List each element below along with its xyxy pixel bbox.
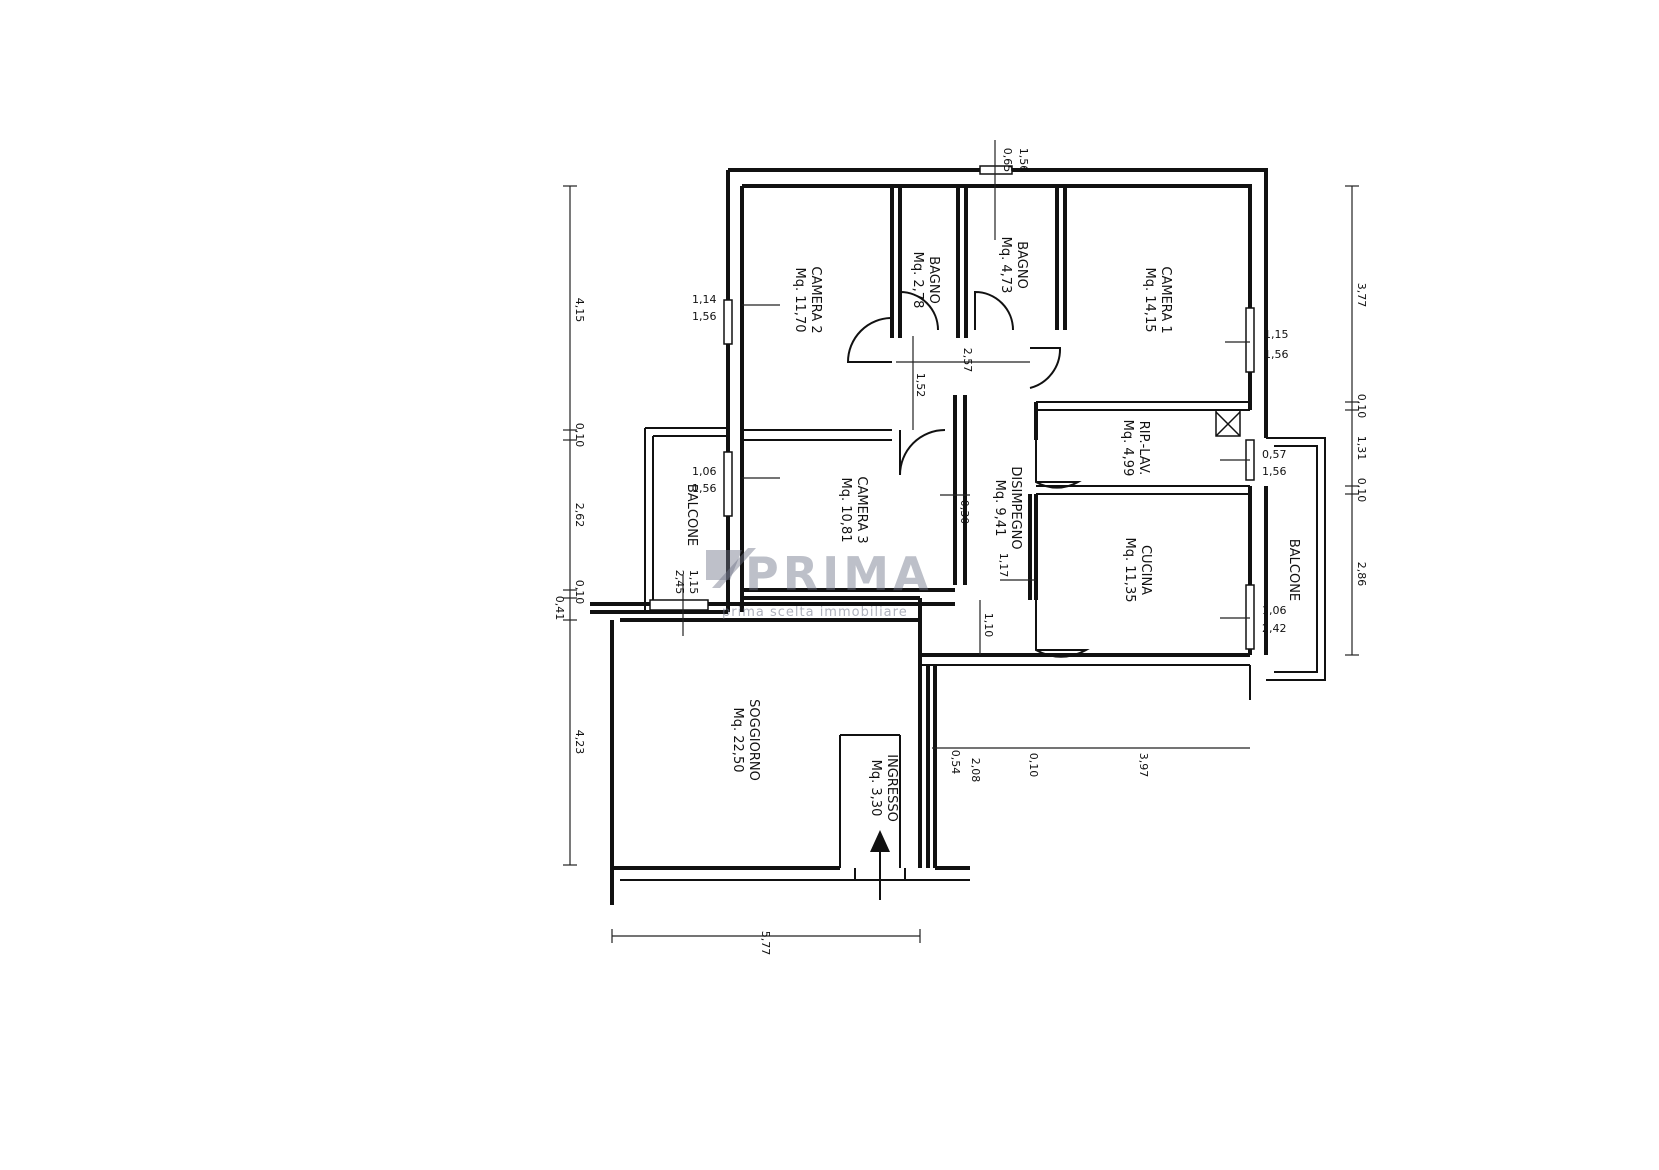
window-camera2-height: 1,56 [692, 310, 717, 323]
window-rip-height: 1,56 [1262, 465, 1287, 478]
window-dimension-labels: 0,65 1,56 1,14 1,56 1,06 1,56 1,15 1,56 … [673, 148, 1289, 635]
dim-left-415: 4,15 [573, 298, 586, 323]
room-area-disimpegno: Mq. 9,41 [992, 480, 1007, 537]
room-labels: CAMERA 2 Mq. 11,70 BAGNO Mq. 2,78 BAGNO … [684, 237, 1301, 822]
window-rip-width: 0,57 [1262, 448, 1287, 461]
window-camera3-height: 1,56 [692, 482, 717, 495]
room-area-ingresso: Mq. 3,30 [868, 760, 883, 817]
room-area-rip-lav: Mq. 4,99 [1120, 420, 1135, 477]
room-area-soggiorno: Mq. 22,50 [730, 708, 745, 773]
room-area-cucina: Mq. 11,35 [1122, 538, 1137, 603]
window-balcone-height: 2,45 [673, 570, 686, 595]
dimension-lines [563, 140, 1359, 943]
room-area-camera2: Mq. 11,70 [792, 268, 807, 333]
dim-117: 1,17 [997, 553, 1010, 578]
window-top-height: 1,56 [1017, 148, 1030, 173]
room-name-soggiorno: SOGGIORNO [746, 699, 761, 781]
window-cucina-height: 2,42 [1262, 622, 1287, 635]
watermark: PRIMA prima scelta immobiliare [706, 547, 933, 620]
room-name-bagno-small: BAGNO [926, 256, 941, 304]
room-name-camera3: CAMERA 3 [854, 476, 869, 543]
window-balcone-width: 1,15 [687, 570, 700, 595]
room-name-cucina: CUCINA [1138, 545, 1153, 595]
dim-left-423: 4,23 [573, 730, 586, 755]
watermark-tagline: prima scelta immobiliare [722, 605, 908, 620]
dim-030: 0,30 [958, 500, 971, 525]
room-name-balcone-right: BALCONE [1286, 539, 1301, 601]
dim-right-377: 3,77 [1355, 283, 1368, 308]
room-name-ingresso: INGRESSO [884, 754, 899, 822]
entrance-arrow-icon [870, 830, 890, 900]
room-name-rip-lav: RIP.-LAV. [1136, 421, 1151, 475]
dim-left-010b: 0,10 [573, 580, 586, 605]
dim-152: 1,52 [914, 373, 927, 398]
dim-right-010a: 0,10 [1355, 394, 1368, 419]
window-camera1-width: 1,15 [1264, 328, 1289, 341]
room-area-bagno: Mq. 4,73 [998, 237, 1013, 294]
dim-010: 0,10 [1027, 753, 1040, 778]
dim-397: 3,97 [1137, 753, 1150, 778]
dim-left-262: 2,62 [573, 503, 586, 528]
walls [590, 168, 1326, 905]
dim-257: 2,57 [961, 348, 974, 373]
dim-left-010a: 0,10 [573, 423, 586, 448]
room-name-disimpegno: DISIMPEGNO [1008, 466, 1023, 549]
room-name-camera2: CAMERA 2 [808, 266, 823, 333]
dim-right-286: 2,86 [1355, 562, 1368, 587]
dim-left-041: 0,41 [553, 596, 566, 621]
watermark-brand: PRIMA [745, 547, 933, 601]
room-area-bagno-small: Mq. 2,78 [910, 252, 925, 309]
doors [846, 290, 1241, 658]
window-camera3-width: 1,06 [692, 465, 717, 478]
room-area-camera3: Mq. 10,81 [838, 478, 853, 543]
window-camera2-width: 1,14 [692, 293, 717, 306]
room-name-bagno: BAGNO [1014, 241, 1029, 289]
dim-right-131: 1,31 [1355, 436, 1368, 461]
room-name-balcone-left: BALCONE [684, 484, 699, 546]
room-name-camera1: CAMERA 1 [1158, 266, 1173, 333]
dim-bottom-577: 5,77 [759, 931, 772, 956]
window-top-width: 0,65 [1001, 148, 1014, 173]
prima-logo-icon [706, 550, 742, 580]
dimension-labels: 4,15 0,10 2,62 0,10 0,41 4,23 3,77 0,10 … [553, 283, 1368, 956]
dim-right-010b: 0,10 [1355, 478, 1368, 503]
dim-054: 0,54 [949, 750, 962, 775]
window-camera1-height: 1,56 [1264, 348, 1289, 361]
dim-208: 2,08 [969, 758, 982, 783]
window-cucina-width: 1,06 [1262, 604, 1287, 617]
dim-110: 1,10 [982, 613, 995, 638]
room-area-camera1: Mq. 14,15 [1142, 268, 1157, 333]
